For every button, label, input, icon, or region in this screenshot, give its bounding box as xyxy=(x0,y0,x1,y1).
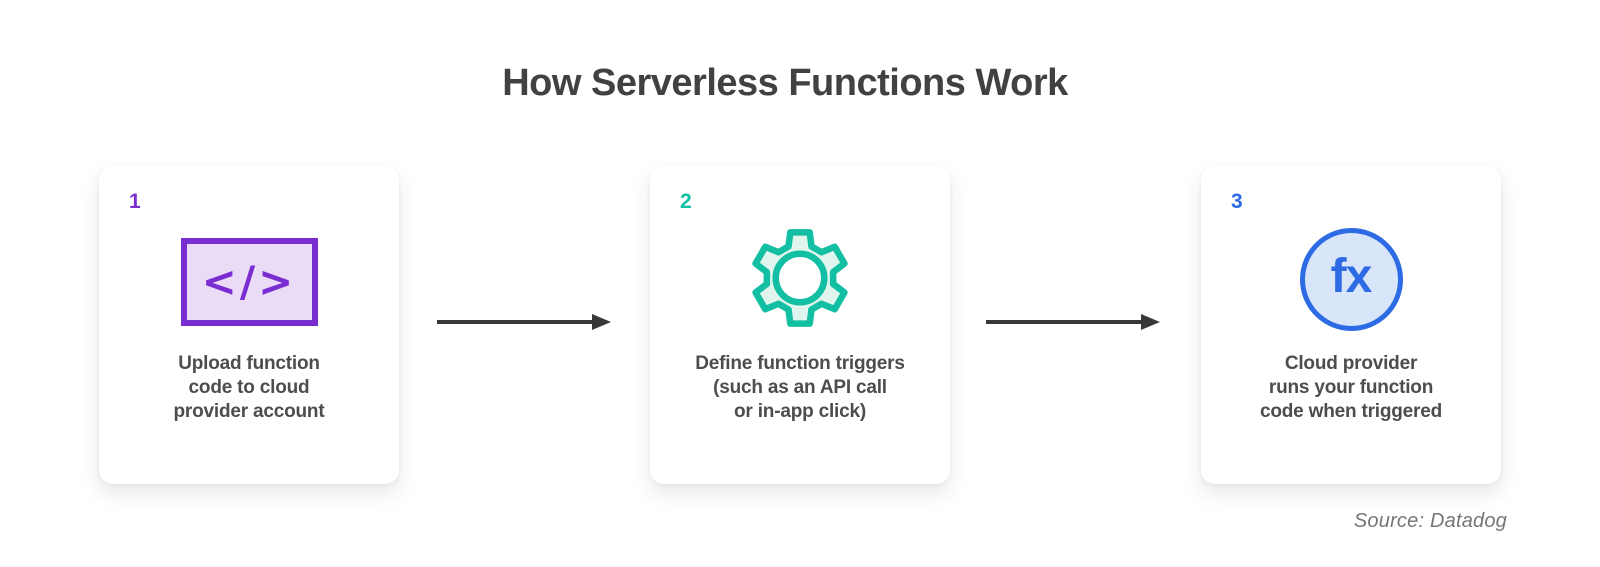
icon-container: fx xyxy=(1201,228,1501,331)
gear-icon xyxy=(752,229,848,327)
icon-container xyxy=(650,222,950,334)
icon-container: </> xyxy=(99,238,399,326)
step-description: Upload function code to cloud provider a… xyxy=(173,353,325,422)
code-icon: </> xyxy=(180,238,318,326)
fx-icon: fx xyxy=(1299,228,1403,331)
step-number: 1 xyxy=(129,190,141,213)
step-card-upload-code: 1 </> Upload function code to cloud prov… xyxy=(99,166,399,484)
step-card-provider-runs-code: 3 fx Cloud provider runs your function c… xyxy=(1201,166,1501,484)
step-description: Cloud provider runs your function code w… xyxy=(1259,353,1442,422)
source-credit: Source: Datadog xyxy=(1353,510,1507,532)
page-title: How Serverless Functions Work xyxy=(502,62,1068,104)
step-description: Define function triggers (such as an API… xyxy=(695,353,905,422)
flow-arrow-right-icon xyxy=(986,314,1160,330)
step-card-define-triggers: 2 Define function triggers (such as an A… xyxy=(650,166,950,484)
flow-arrow-right-icon xyxy=(437,314,611,330)
step-number: 3 xyxy=(1231,190,1243,213)
step-number: 2 xyxy=(680,190,692,213)
